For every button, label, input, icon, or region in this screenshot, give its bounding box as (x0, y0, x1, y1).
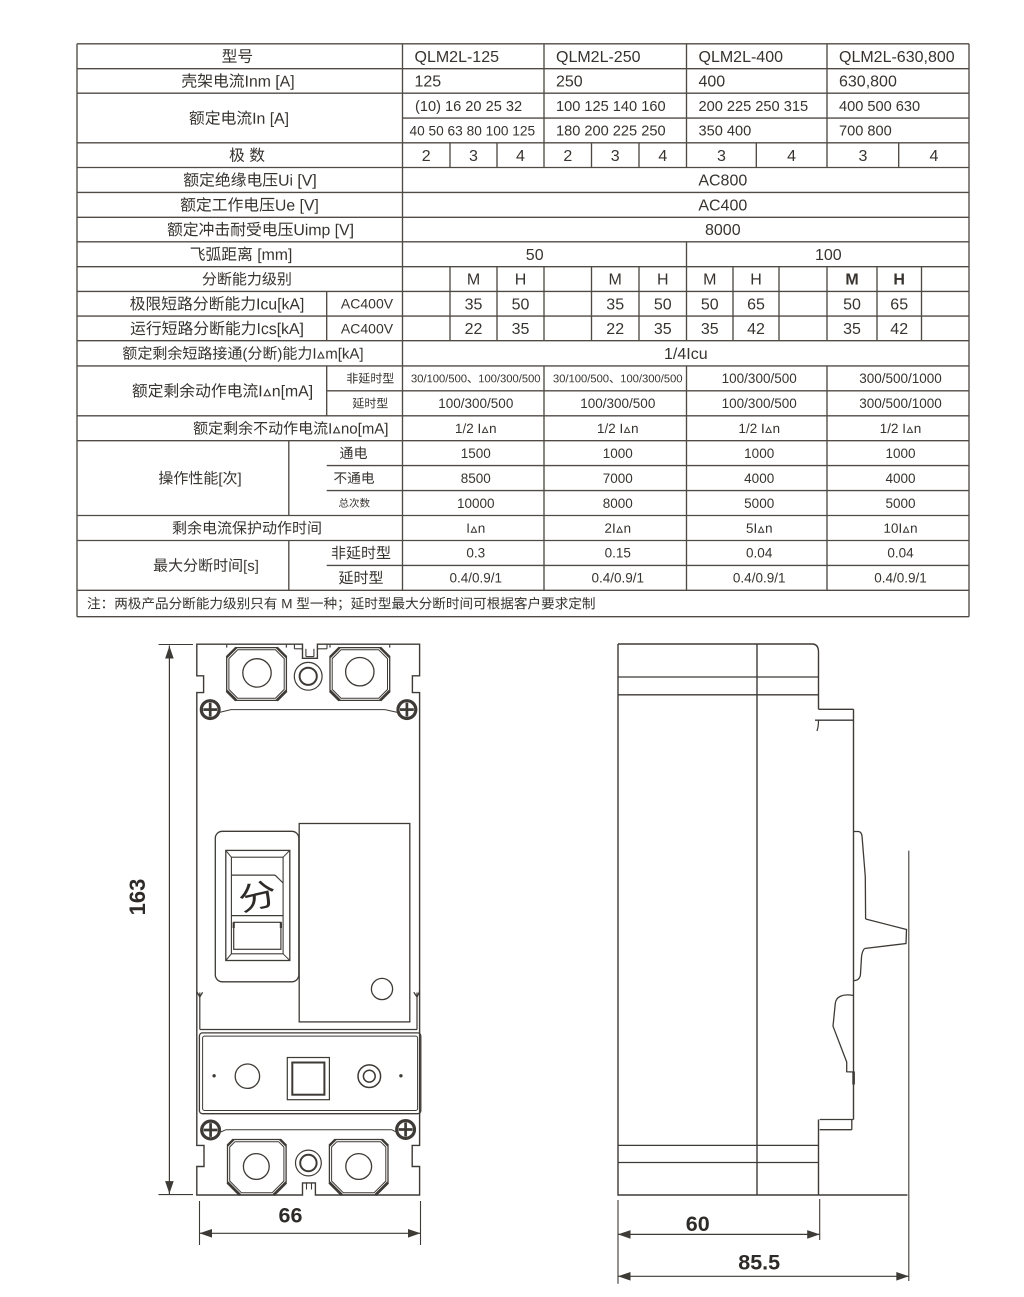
svg-text:M: M (467, 272, 480, 289)
svg-text:8000: 8000 (705, 222, 741, 239)
svg-text:AC400V: AC400V (341, 296, 394, 312)
svg-text:66: 66 (279, 1204, 303, 1228)
svg-text:163: 163 (125, 879, 150, 916)
svg-text:4: 4 (516, 148, 525, 165)
svg-text:M: M (845, 272, 858, 289)
svg-text:100/300/500: 100/300/500 (722, 371, 797, 386)
svg-text:H: H (657, 272, 669, 289)
svg-text:4: 4 (929, 148, 938, 165)
svg-text:1500: 1500 (461, 446, 491, 461)
svg-text:QLM2L-250: QLM2L-250 (556, 49, 641, 66)
svg-text:QLM2L-400: QLM2L-400 (699, 49, 784, 66)
svg-text:0.3: 0.3 (466, 546, 485, 561)
svg-text:0.4/0.9/1: 0.4/0.9/1 (874, 571, 927, 586)
svg-text:65: 65 (890, 296, 908, 313)
svg-text:4: 4 (787, 148, 796, 165)
svg-text:H: H (750, 272, 762, 289)
svg-text:400 500 630: 400 500 630 (839, 99, 920, 115)
svg-text:100: 100 (815, 247, 842, 264)
svg-text:100/300/500: 100/300/500 (580, 396, 655, 411)
svg-text:300/500/1000: 300/500/1000 (859, 371, 942, 386)
svg-text:300/500/1000: 300/500/1000 (859, 396, 942, 411)
svg-text:1000: 1000 (603, 446, 633, 461)
svg-text:4000: 4000 (744, 471, 774, 486)
svg-text:M: M (703, 272, 716, 289)
svg-text:7000: 7000 (603, 471, 633, 486)
svg-text:H: H (515, 272, 527, 289)
svg-text:40 50 63 80 100 125: 40 50 63 80 100 125 (410, 123, 536, 138)
svg-text:3: 3 (469, 148, 478, 165)
svg-text:50: 50 (526, 247, 544, 264)
svg-text:QLM2L-125: QLM2L-125 (415, 49, 500, 66)
svg-text:10000: 10000 (457, 496, 495, 511)
svg-text:22: 22 (606, 321, 624, 338)
svg-text:35: 35 (606, 296, 624, 313)
svg-text:1/4Icu: 1/4Icu (664, 346, 708, 363)
svg-text:1000: 1000 (744, 446, 774, 461)
svg-text:180 200 225 250: 180 200 225 250 (556, 124, 666, 140)
svg-text:4: 4 (658, 148, 667, 165)
svg-text:35: 35 (701, 321, 719, 338)
svg-text:0.4/0.9/1: 0.4/0.9/1 (592, 571, 645, 586)
svg-text:5000: 5000 (744, 496, 774, 511)
svg-text:42: 42 (890, 321, 908, 338)
svg-text:H: H (893, 272, 905, 289)
svg-text:100/300/500: 100/300/500 (722, 396, 797, 411)
svg-text:8000: 8000 (603, 496, 633, 511)
svg-text:3: 3 (858, 148, 867, 165)
svg-text:50: 50 (701, 296, 719, 313)
svg-text:22: 22 (465, 321, 483, 338)
svg-text:35: 35 (843, 321, 861, 338)
svg-text:100 125 140 160: 100 125 140 160 (556, 99, 666, 115)
svg-text:0.15: 0.15 (605, 546, 631, 561)
svg-text:85.5: 85.5 (738, 1251, 780, 1275)
svg-text:250: 250 (556, 74, 583, 91)
svg-text:AC400V: AC400V (341, 320, 394, 336)
svg-text:400: 400 (699, 74, 726, 91)
svg-text:3: 3 (611, 148, 620, 165)
svg-text:50: 50 (512, 296, 530, 313)
svg-text:(10) 16 20 25 32: (10) 16 20 25 32 (415, 99, 522, 115)
svg-text:630,800: 630,800 (839, 74, 897, 91)
svg-text:1000: 1000 (885, 446, 915, 461)
svg-text:65: 65 (747, 296, 765, 313)
svg-text:0.4/0.9/1: 0.4/0.9/1 (450, 571, 503, 586)
svg-text:AC800: AC800 (698, 173, 747, 190)
svg-text:8500: 8500 (461, 471, 491, 486)
svg-text:2: 2 (422, 148, 431, 165)
svg-text:QLM2L-630,800: QLM2L-630,800 (839, 49, 955, 66)
svg-text:35: 35 (465, 296, 483, 313)
svg-text:5000: 5000 (885, 496, 915, 511)
svg-text:AC400: AC400 (698, 198, 747, 215)
svg-text:35: 35 (654, 321, 672, 338)
svg-text:35: 35 (512, 321, 530, 338)
svg-text:50: 50 (843, 296, 861, 313)
svg-text:60: 60 (686, 1212, 710, 1236)
svg-text:42: 42 (747, 321, 765, 338)
svg-text:100/300/500: 100/300/500 (438, 396, 513, 411)
svg-text:350 400: 350 400 (699, 124, 752, 140)
svg-text:0.4/0.9/1: 0.4/0.9/1 (733, 571, 786, 586)
svg-text:0.04: 0.04 (746, 546, 773, 561)
svg-text:125: 125 (415, 74, 442, 91)
svg-text:2: 2 (563, 148, 572, 165)
svg-text:200 225 250 315: 200 225 250 315 (699, 99, 809, 115)
svg-text:50: 50 (654, 296, 672, 313)
svg-text:M: M (609, 272, 622, 289)
svg-text:4000: 4000 (885, 471, 915, 486)
svg-text:700 800: 700 800 (839, 124, 892, 140)
svg-text:3: 3 (717, 148, 726, 165)
svg-text:0.04: 0.04 (887, 546, 914, 561)
